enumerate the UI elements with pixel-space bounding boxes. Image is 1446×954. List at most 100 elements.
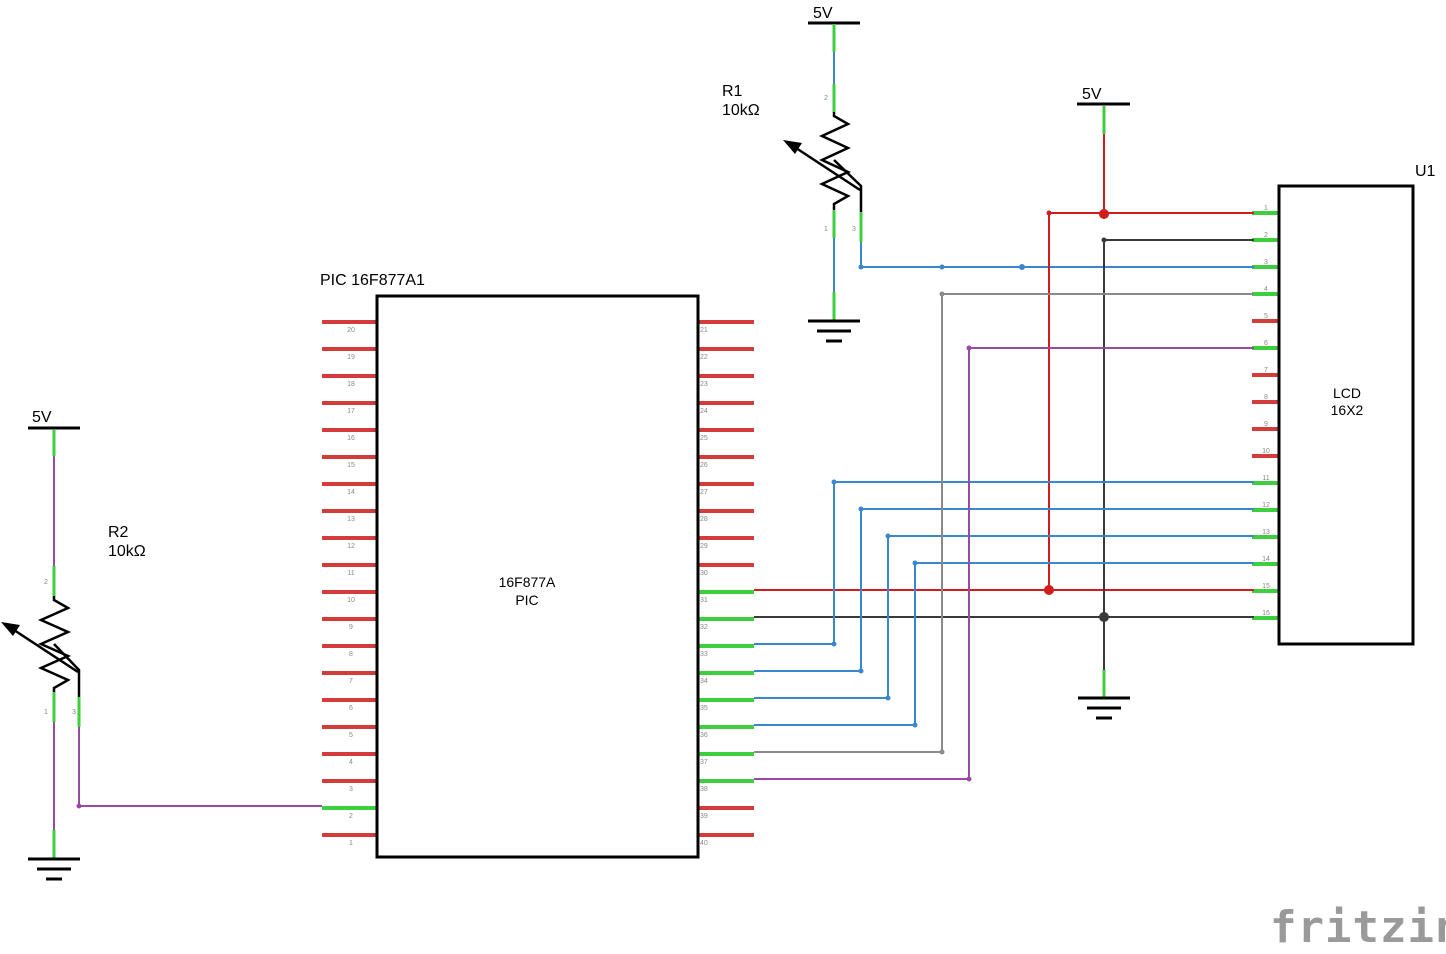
wire-lcd-vcc <box>1103 106 1254 214</box>
pic-pin-number: 24 <box>700 408 708 415</box>
junction-dot <box>831 479 837 485</box>
r2-pin3-num: 3 <box>72 709 76 716</box>
pic-pin-number: 15 <box>347 462 355 469</box>
r2-pin2-num: 2 <box>44 579 48 586</box>
lcd-pin-number: 10 <box>1262 448 1270 455</box>
lcd-pin-number: 12 <box>1262 502 1270 509</box>
junction-dot <box>966 345 972 351</box>
lcd-ref: U1 <box>1415 163 1436 180</box>
r1-value: 10kΩ <box>722 102 760 119</box>
r2-value: 10kΩ <box>108 543 146 560</box>
lcd-pin-number: 8 <box>1264 394 1268 401</box>
vcc-symbol-lcd: 5V <box>1077 86 1130 134</box>
pic-pin-number: 10 <box>347 597 355 604</box>
r1-pin3-num: 3 <box>852 226 856 233</box>
lcd-name-line2: 16X2 <box>1331 402 1364 418</box>
lcd-pin-number: 16 <box>1262 610 1270 617</box>
r2-ref: R2 <box>108 524 129 541</box>
potentiometer-r2: 2 1 3 R2 10kΩ <box>1 524 146 727</box>
lcd-pin-number: 1 <box>1264 205 1268 212</box>
junction-dot <box>1044 585 1054 595</box>
junction-dot <box>939 264 945 270</box>
lcd-pin-number: 2 <box>1264 232 1268 239</box>
pic-pin-number: 29 <box>700 543 708 550</box>
wire-r2-wiper-ra0 <box>78 697 322 807</box>
junction-dot <box>1046 210 1052 216</box>
wire-rb3-db7 <box>754 562 1254 726</box>
pic-pin-number: 32 <box>700 624 708 631</box>
pic-pin-number: 8 <box>349 651 353 658</box>
pic-pin-number: 39 <box>700 813 708 820</box>
pic-pin-number: 40 <box>700 840 708 847</box>
junction-dot <box>939 291 945 297</box>
pic-pin-number: 38 <box>700 786 708 793</box>
wire-rb2-db6 <box>754 535 1254 699</box>
pic-pin-number: 28 <box>700 516 708 523</box>
junction-dot <box>885 533 891 539</box>
pic-pin-number: 19 <box>347 354 355 361</box>
pic-pin-number: 36 <box>700 732 708 739</box>
lcd-pin-number: 5 <box>1264 313 1268 320</box>
junction-dot <box>1099 209 1109 219</box>
lcd-pin-number: 3 <box>1264 259 1268 266</box>
pic-center-line1: 16F877A <box>499 574 556 590</box>
wire-rb5-e <box>754 347 1254 780</box>
lcd-pin-number: 4 <box>1264 286 1268 293</box>
pic-pin-number: 1 <box>349 840 353 847</box>
pic-pin-number: 25 <box>700 435 708 442</box>
wire-vss-to-a <box>1048 212 1104 590</box>
wire-lcd-vdd <box>1103 239 1254 697</box>
pic-pin-number: 27 <box>700 489 708 496</box>
pic-pin-number: 31 <box>700 597 708 604</box>
vcc-symbol-r2: 5V <box>28 409 80 456</box>
pic-pin-number: 17 <box>347 408 355 415</box>
pic-pin-number: 26 <box>700 462 708 469</box>
vcc-label-lcd: 5V <box>1082 86 1102 103</box>
pic-pin-number: 37 <box>700 759 708 766</box>
r1-ref: R1 <box>722 83 743 100</box>
pic-pin-number: 3 <box>349 786 353 793</box>
pic-pin-number: 11 <box>347 570 354 577</box>
pic-pin-number: 35 <box>700 705 708 712</box>
pic-pin-number: 33 <box>700 651 708 658</box>
wire-rb1-db5 <box>754 508 1254 672</box>
potentiometer-r1: 2 1 3 R1 10kΩ <box>722 83 863 242</box>
junction-dot <box>966 776 972 782</box>
pic-pin-number: 4 <box>349 759 353 766</box>
lcd-pin-number: 15 <box>1262 583 1270 590</box>
junction-dot <box>1099 612 1109 622</box>
pic-pin-number: 12 <box>347 543 355 550</box>
pic-pin-number: 20 <box>347 327 355 334</box>
junction-dot <box>1019 264 1025 270</box>
junction-dot <box>858 668 864 674</box>
lcd-pin-number: 6 <box>1264 340 1268 347</box>
pic-pin-number: 7 <box>349 678 353 685</box>
junction-dot <box>912 560 918 566</box>
ground-symbol-lcd <box>1078 670 1130 720</box>
junction-dot <box>912 722 918 728</box>
ground-symbol-r1 <box>808 292 860 343</box>
pic-center-line2: PIC <box>515 592 538 608</box>
pic-pin-number: 9 <box>349 624 353 631</box>
junction-dot <box>1101 237 1107 243</box>
r2-pin1-num: 1 <box>44 709 48 716</box>
pic-pin-number: 21 <box>700 327 708 334</box>
vcc-label-r2: 5V <box>32 409 52 426</box>
junctions <box>76 209 1109 809</box>
junction-dot <box>858 264 864 270</box>
pic-pin-number: 18 <box>347 381 355 388</box>
pic-pin-number: 5 <box>349 732 353 739</box>
fritzing-logo: fritzing <box>1270 902 1446 953</box>
junction-dot <box>76 803 82 809</box>
pic-pin-number: 2 <box>349 813 353 820</box>
pic-pin-number: 22 <box>700 354 708 361</box>
lcd-pin-number: 14 <box>1262 556 1270 563</box>
lcd-pin-number: 11 <box>1262 475 1269 482</box>
pic-pin-number: 14 <box>347 489 355 496</box>
vcc-label-r1: 5V <box>813 5 833 22</box>
vcc-symbol-r1: 5V <box>808 5 860 52</box>
lcd-pin-number: 7 <box>1264 367 1268 374</box>
pic-title: PIC 16F877A1 <box>320 272 425 289</box>
pic-pin-number: 23 <box>700 381 708 388</box>
pic-pin-number: 30 <box>700 570 708 577</box>
